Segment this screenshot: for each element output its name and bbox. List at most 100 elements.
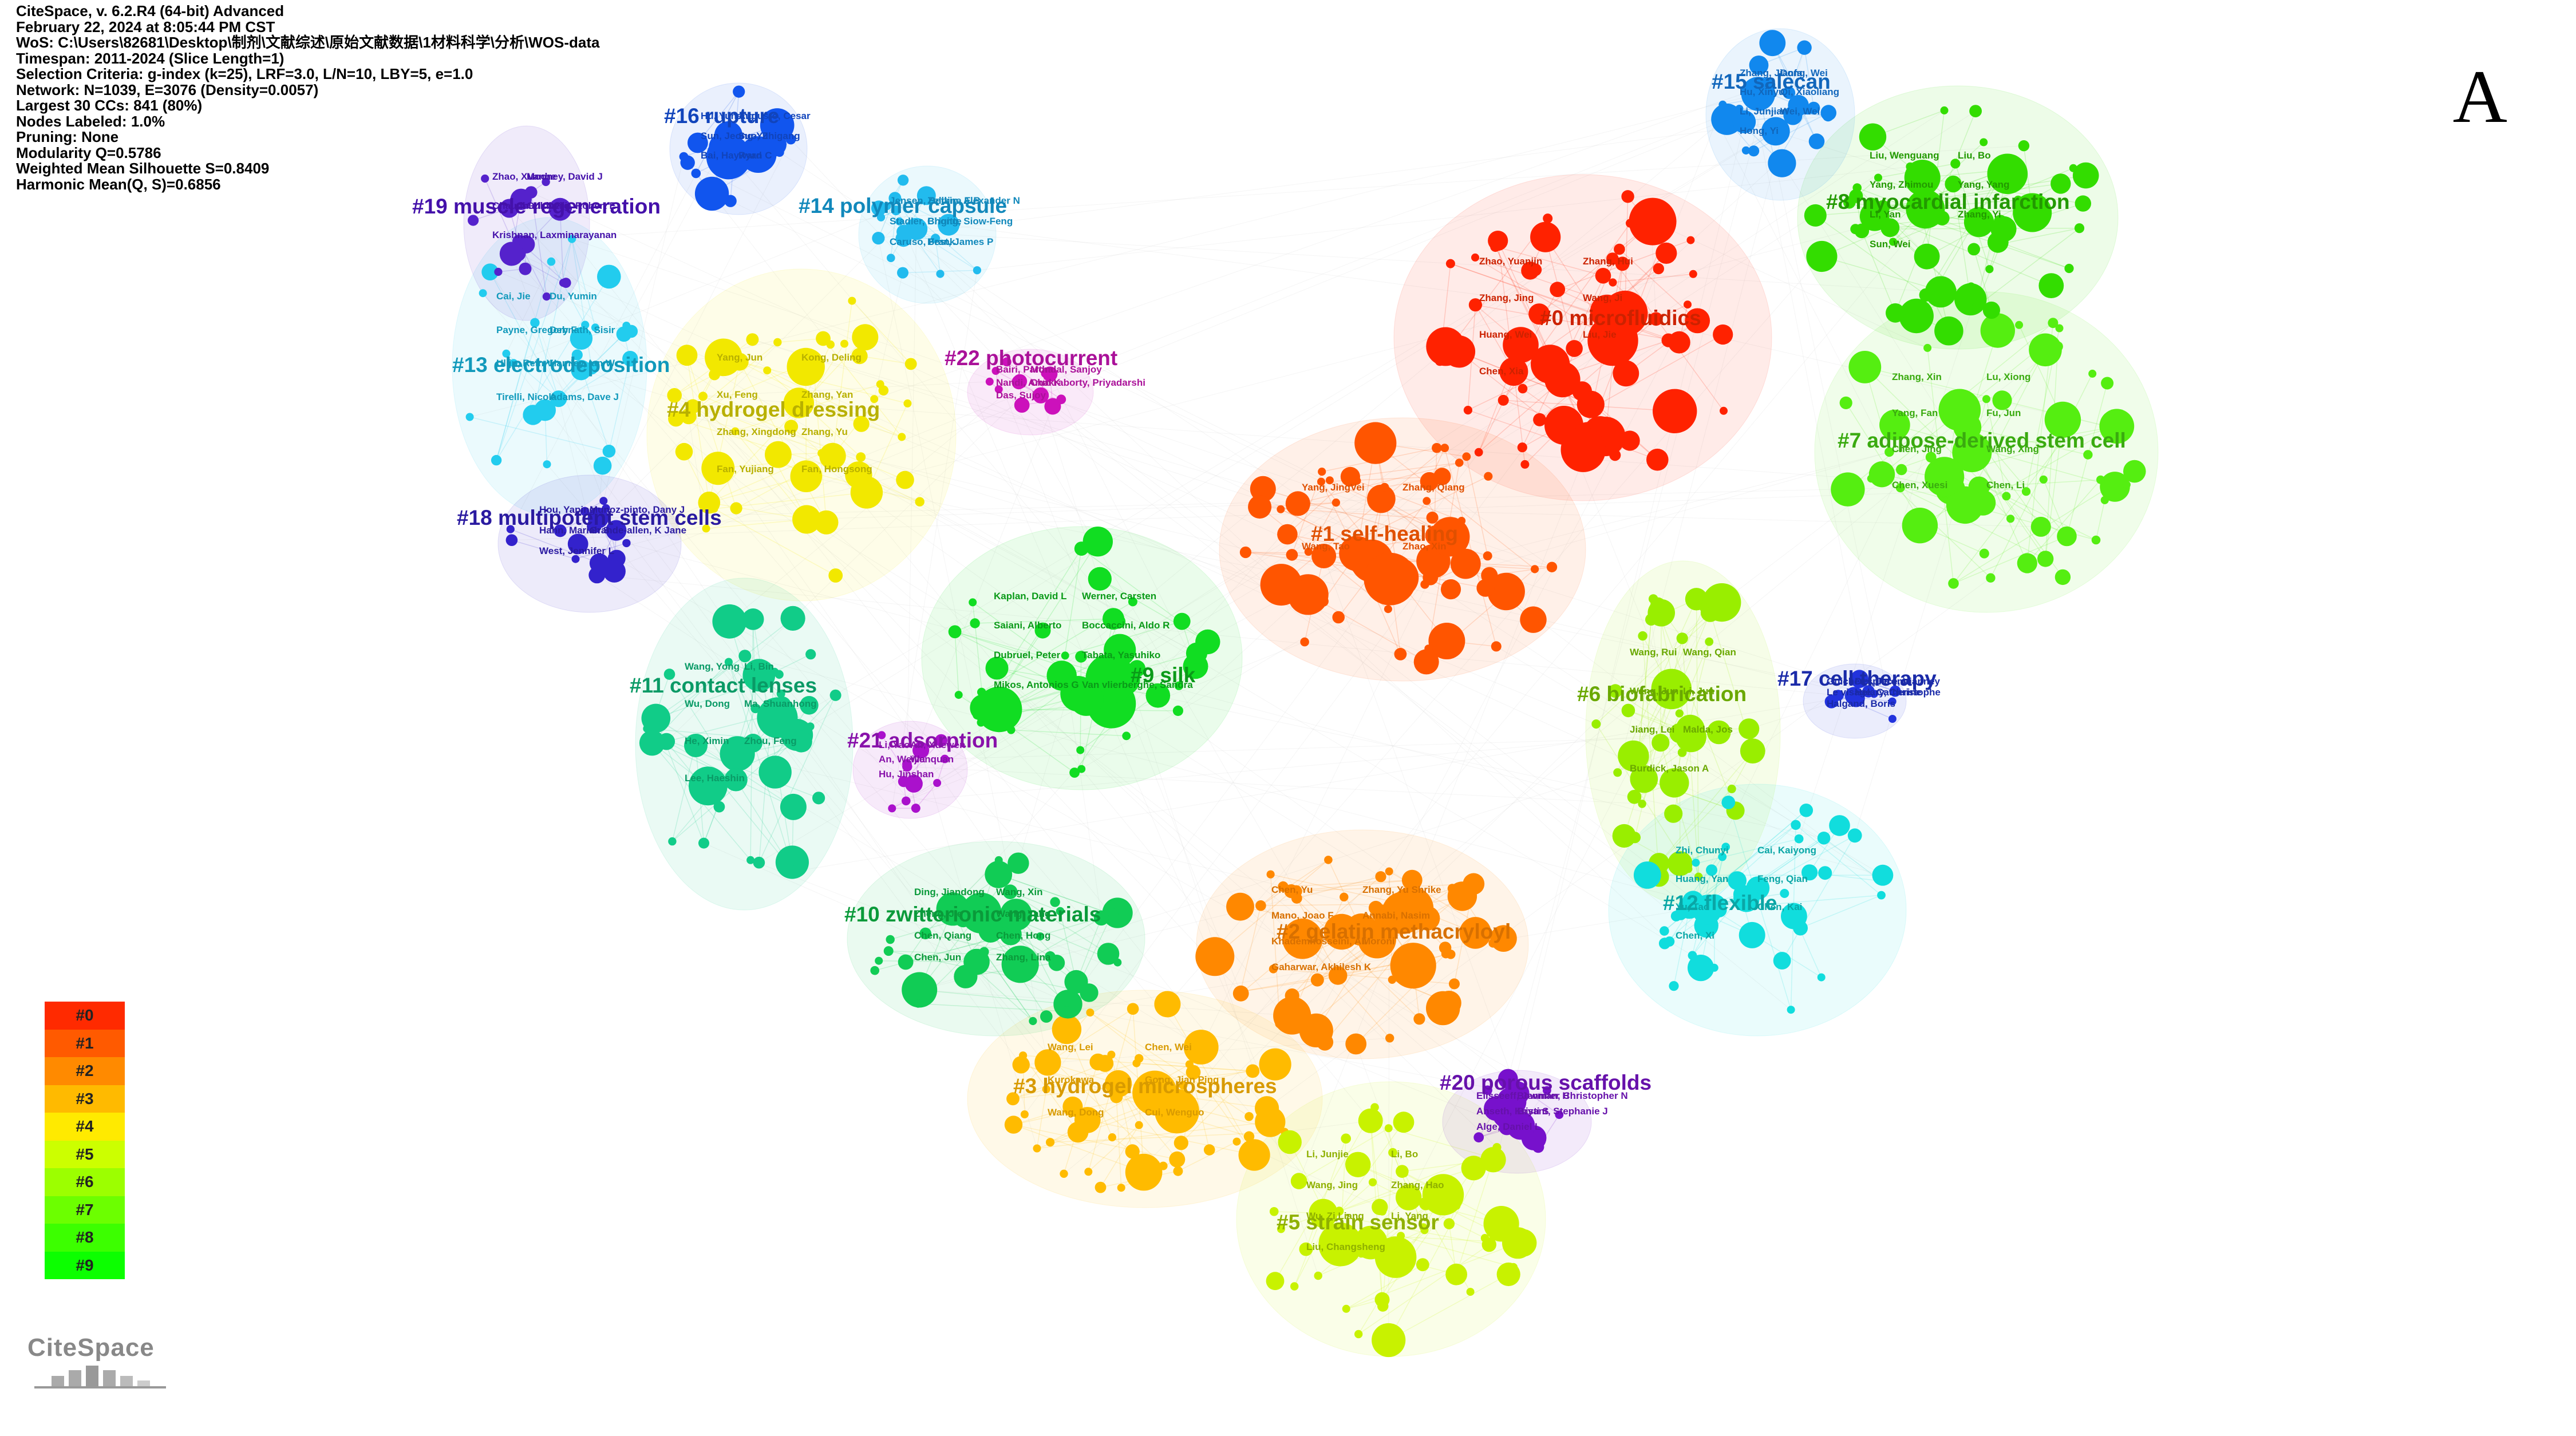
- author-node: [1669, 981, 1679, 991]
- author-node: [915, 497, 924, 507]
- author-node: [1721, 796, 1736, 809]
- author-node: [1260, 564, 1302, 606]
- author-node: [1290, 1282, 1299, 1291]
- author-node: [1739, 718, 1760, 739]
- author-node: [1740, 738, 1765, 764]
- author-node: [1490, 925, 1517, 952]
- author-node: [1675, 709, 1684, 718]
- author-node: [1075, 651, 1087, 663]
- link: [1979, 479, 2101, 488]
- author-node: [1986, 573, 1996, 583]
- author-node: [1044, 398, 1061, 415]
- link: [688, 416, 1855, 695]
- author-node: [1718, 100, 1727, 109]
- author-label: Bowman, Christopher N: [1517, 1090, 1628, 1101]
- author-node: [1420, 472, 1439, 491]
- author-node: [792, 505, 821, 534]
- author-node: [543, 460, 551, 469]
- author-node: [1850, 670, 1869, 689]
- link: [688, 342, 778, 417]
- link: [1775, 164, 1893, 719]
- author-node: [2039, 475, 2048, 484]
- author-label: Halgand, Boris: [1827, 698, 1895, 709]
- author-node: [1046, 660, 1077, 691]
- author-node: [581, 321, 590, 329]
- author-node: [1759, 30, 1786, 57]
- author-label: Zhang, Yi: [1958, 209, 2001, 220]
- link: [594, 139, 791, 527]
- link: [1100, 1125, 1140, 1188]
- author-node: [571, 349, 583, 361]
- link: [890, 210, 896, 258]
- cluster-label-4: #4 hydrogel dressing: [667, 398, 880, 421]
- author-node: [1801, 864, 1818, 881]
- link: [892, 320, 1698, 809]
- author-node: [1689, 270, 1697, 278]
- author-node: [738, 650, 752, 663]
- author-node: [1033, 387, 1049, 403]
- cluster-label-7: #7 adipose-derived stem cell: [1838, 429, 2126, 452]
- link: [2066, 383, 2108, 537]
- link: [575, 228, 1856, 560]
- author-node: [1183, 1030, 1219, 1065]
- author-node: [1449, 978, 1460, 990]
- author-node: [1971, 303, 1980, 311]
- link: [1013, 1124, 1178, 1160]
- link: [998, 874, 1112, 915]
- author-node: [724, 768, 748, 792]
- author-node: [1463, 406, 1472, 415]
- author-node: [1185, 1060, 1194, 1069]
- author-node: [1014, 397, 1030, 413]
- author-node: [1656, 242, 1677, 264]
- author-label: Kaplan, David L: [994, 591, 1067, 602]
- author-node: [1426, 511, 1439, 524]
- link: [1496, 121, 1745, 1160]
- author-node: [1587, 315, 1638, 366]
- link: [496, 261, 552, 461]
- link: [1971, 426, 2117, 453]
- author-node: [758, 755, 792, 789]
- author-label: Mondal, Sanjoy: [1030, 364, 1102, 375]
- author-node: [1874, 173, 1882, 182]
- author-label: Yang, JingVei: [1302, 482, 1365, 493]
- author-node: [668, 411, 684, 427]
- author-node: [731, 427, 740, 436]
- author-node: [1797, 40, 1812, 55]
- author-node: [1238, 1139, 1270, 1171]
- author-node: [853, 416, 870, 432]
- link: [1052, 1060, 1164, 1166]
- author-node: [1278, 1130, 1302, 1154]
- author-label: Dong, Wei: [1780, 68, 1828, 78]
- author-node: [898, 433, 906, 441]
- author-node: [1277, 1225, 1285, 1233]
- link: [1856, 187, 2069, 269]
- author-label: Zhang, Yu Shrike: [1362, 884, 1441, 895]
- author-label: Guldberg, Robert E: [527, 200, 616, 211]
- link: [571, 239, 1285, 1132]
- author-node: [2099, 409, 2135, 444]
- link: [511, 254, 1371, 1254]
- link: [509, 208, 1241, 992]
- author-node: [1007, 726, 1016, 734]
- link: [655, 718, 1202, 1047]
- author-node: [560, 278, 571, 288]
- cluster-label-10: #10 zwitterionic materials: [844, 903, 1101, 926]
- author-node: [1615, 256, 1630, 271]
- author-node: [506, 525, 515, 533]
- author-label: Wu, Zi Liang: [1306, 1210, 1364, 1221]
- author-label: Munoz-pinto, Dany J: [590, 504, 685, 515]
- author-node: [1889, 238, 1897, 246]
- author-node: [479, 289, 487, 298]
- author-node: [1531, 345, 1570, 384]
- author-node: [641, 703, 671, 733]
- author-node: [1902, 508, 1938, 544]
- author-label: Hou, Yaping: [539, 504, 595, 515]
- link: [1424, 452, 1890, 585]
- author-node: [1969, 105, 1982, 118]
- link: [1861, 231, 1896, 314]
- author-label: Desplace, Vianney: [1855, 676, 1941, 687]
- author-node: [1173, 612, 1191, 630]
- author-node: [2017, 553, 2037, 573]
- author-node: [481, 174, 489, 183]
- author-node: [871, 200, 887, 216]
